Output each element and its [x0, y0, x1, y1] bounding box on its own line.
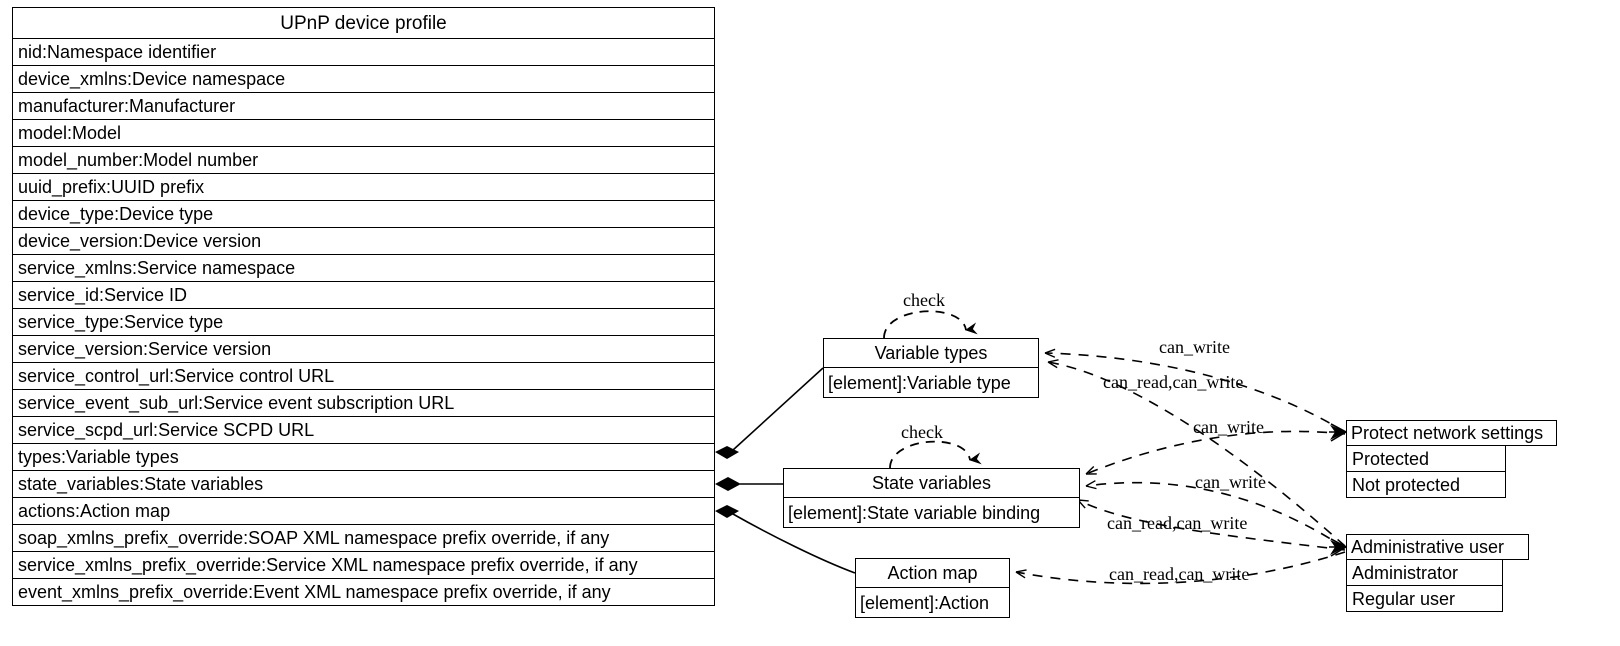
attribute-row: model_number:Model number [12, 147, 715, 174]
attribute-row: device_xmlns:Device namespace [12, 66, 715, 93]
edge-label-state-variables-admin-can-write: can_write [1195, 472, 1266, 492]
enum-value-row: Not protected [1346, 472, 1506, 498]
self-loop-check-variable-types [883, 310, 978, 339]
attribute-row: state_variables:State variables [12, 471, 715, 498]
attribute-row: model:Model [12, 120, 715, 147]
edge-variable-types-protect-can-write [1044, 348, 1346, 433]
attribute-row: service_scpd_url:Service SCPD URL [12, 417, 715, 444]
class-header-administrative-user: Administrative user [1346, 534, 1529, 560]
attribute-row: [element]:State variable binding [783, 498, 1080, 528]
edge-label-state-variables-protect-can-write: can_write [1193, 417, 1264, 437]
edge-state-variables-admin-can-read-write [1077, 499, 1346, 551]
attribute-row: service_version:Service version [12, 336, 715, 363]
attribute-row: service_event_sub_url:Service event subs… [12, 390, 715, 417]
attribute-row: service_xmlns:Service namespace [12, 255, 715, 282]
attribute-row: types:Variable types [12, 444, 715, 471]
class-box-upnp-device-profile: UPnP device profile nid:Namespace identi… [12, 7, 715, 606]
class-box-variable-types: Variable types [element]:Variable type [823, 338, 1039, 398]
attribute-row: nid:Namespace identifier [12, 39, 715, 66]
attribute-row: event_xmlns_prefix_override:Event XML na… [12, 579, 715, 606]
edge-profile-to-variable-types [732, 367, 824, 451]
arrowhead-cluster-protect-network [1329, 423, 1347, 442]
attribute-row: service_type:Service type [12, 309, 715, 336]
class-header-action-map: Action map [855, 558, 1010, 588]
edge-label-variable-types-admin-can-read-write: can_read,can_write [1103, 372, 1244, 392]
attribute-row: device_type:Device type [12, 201, 715, 228]
self-loop-check-state-variables [889, 440, 982, 469]
edge-state-variables-protect-can-write [1085, 430, 1346, 475]
attribute-row: [element]:Action [855, 588, 1010, 618]
composition-diamond-actions [715, 505, 739, 518]
class-box-protect-network-settings: Protect network settings Protected Not p… [1346, 420, 1557, 498]
edge-action-map-admin-can-read-write [1015, 551, 1346, 585]
composition-diamond-state-variables [715, 477, 741, 491]
class-box-action-map: Action map [element]:Action [855, 558, 1010, 618]
enum-value-row: Administrator [1346, 560, 1503, 586]
enum-value-row: Protected [1346, 446, 1506, 472]
class-box-administrative-user: Administrative user Administrator Regula… [1346, 534, 1529, 612]
class-header-state-variables: State variables [783, 468, 1080, 498]
edge-label-check-variable-types: check [903, 290, 945, 310]
class-header-protect-network-settings: Protect network settings [1346, 420, 1557, 446]
attribute-row: actions:Action map [12, 498, 715, 525]
attribute-row: [element]:Variable type [823, 368, 1039, 398]
attribute-row: uuid_prefix:UUID prefix [12, 174, 715, 201]
attribute-row: manufacturer:Manufacturer [12, 93, 715, 120]
edge-variable-types-admin-can-read-write [1047, 359, 1346, 547]
edge-profile-to-action-map [732, 513, 856, 574]
attribute-row: service_id:Service ID [12, 282, 715, 309]
class-box-state-variables: State variables [element]:State variable… [783, 468, 1080, 528]
attribute-row: soap_xmlns_prefix_override:SOAP XML name… [12, 525, 715, 552]
attribute-row: device_version:Device version [12, 228, 715, 255]
edge-label-check-state-variables: check [901, 422, 943, 442]
edge-label-action-map-admin-can-read-write: can_read,can_write [1109, 564, 1250, 584]
enum-value-row: Regular user [1346, 586, 1503, 612]
edge-label-variable-types-protect-can-write: can_write [1159, 337, 1230, 357]
edge-state-variables-admin-can-write [1085, 480, 1346, 549]
class-header-variable-types: Variable types [823, 338, 1039, 368]
edge-label-state-variables-admin-can-read-write: can_read,can_write [1107, 513, 1248, 533]
arrowhead-cluster-administrative-user [1329, 538, 1347, 557]
attribute-row: service_control_url:Service control URL [12, 363, 715, 390]
class-header-upnp-device-profile: UPnP device profile [12, 7, 715, 39]
attribute-row: service_xmlns_prefix_override:Service XM… [12, 552, 715, 579]
